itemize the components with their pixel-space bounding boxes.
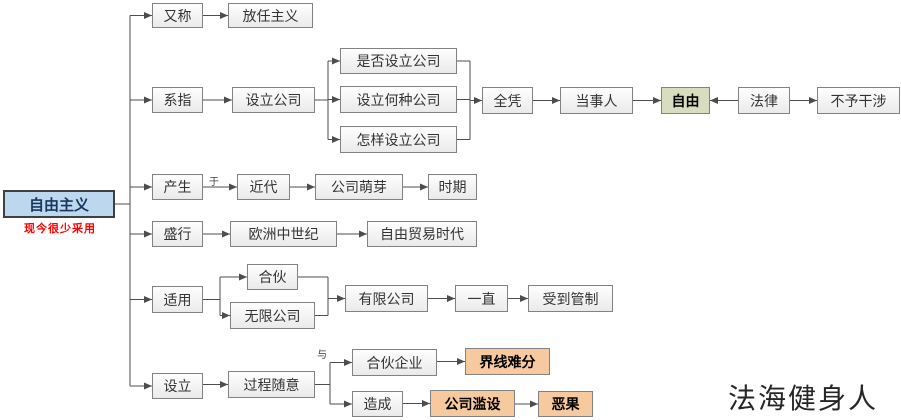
node-b2a3: 怎样设立公司: [340, 126, 457, 153]
node-b2d: 自由: [661, 87, 710, 114]
edge-label: 于: [209, 177, 219, 188]
node-b5a: 合伙: [247, 264, 298, 290]
node-b2: 系指: [152, 87, 203, 113]
node-b3b: 公司萌芽: [315, 174, 403, 200]
node-b6c: 界线难分: [465, 348, 550, 375]
node-b1a: 放任主义: [228, 3, 313, 28]
node-b3a: 近代: [237, 174, 290, 200]
node-b1: 又称: [152, 3, 203, 28]
node-b4: 盛行: [152, 221, 203, 247]
root-caption: 现今很少采用: [24, 223, 96, 235]
node-b5d: 一直: [455, 285, 508, 312]
node-b5c: 有限公司: [345, 285, 428, 312]
node-b6d: 造成: [352, 391, 403, 417]
edge-label: 与: [317, 350, 327, 361]
node-b6: 设立: [152, 373, 203, 399]
node-b4a: 欧洲中世纪: [230, 221, 337, 247]
watermark-text: 法海健身人: [728, 383, 879, 414]
node-b3: 产生: [152, 174, 203, 200]
node-b5e: 受到管制: [528, 285, 613, 312]
node-b5: 适用: [152, 286, 203, 313]
node-b6b: 合伙企业: [352, 349, 437, 376]
node-b6f: 恶果: [538, 391, 593, 417]
node-b6a: 过程随意: [228, 371, 315, 398]
node-b2a1: 是否设立公司: [340, 48, 457, 74]
node-b2f: 不予干涉: [817, 87, 900, 114]
node-b2a2: 设立何种公司: [340, 86, 457, 113]
node-b2b: 全凭: [482, 87, 533, 114]
node-b4b: 自由贸易时代: [367, 221, 477, 247]
node-b2e: 法律: [738, 87, 790, 114]
node-b2c: 当事人: [560, 87, 633, 114]
node-b2a: 设立公司: [232, 87, 315, 113]
node-b5b: 无限公司: [230, 302, 315, 329]
node-root: 自由主义: [3, 190, 115, 218]
node-b6e: 公司滥设: [430, 390, 515, 417]
node-b3c: 时期: [428, 174, 477, 200]
